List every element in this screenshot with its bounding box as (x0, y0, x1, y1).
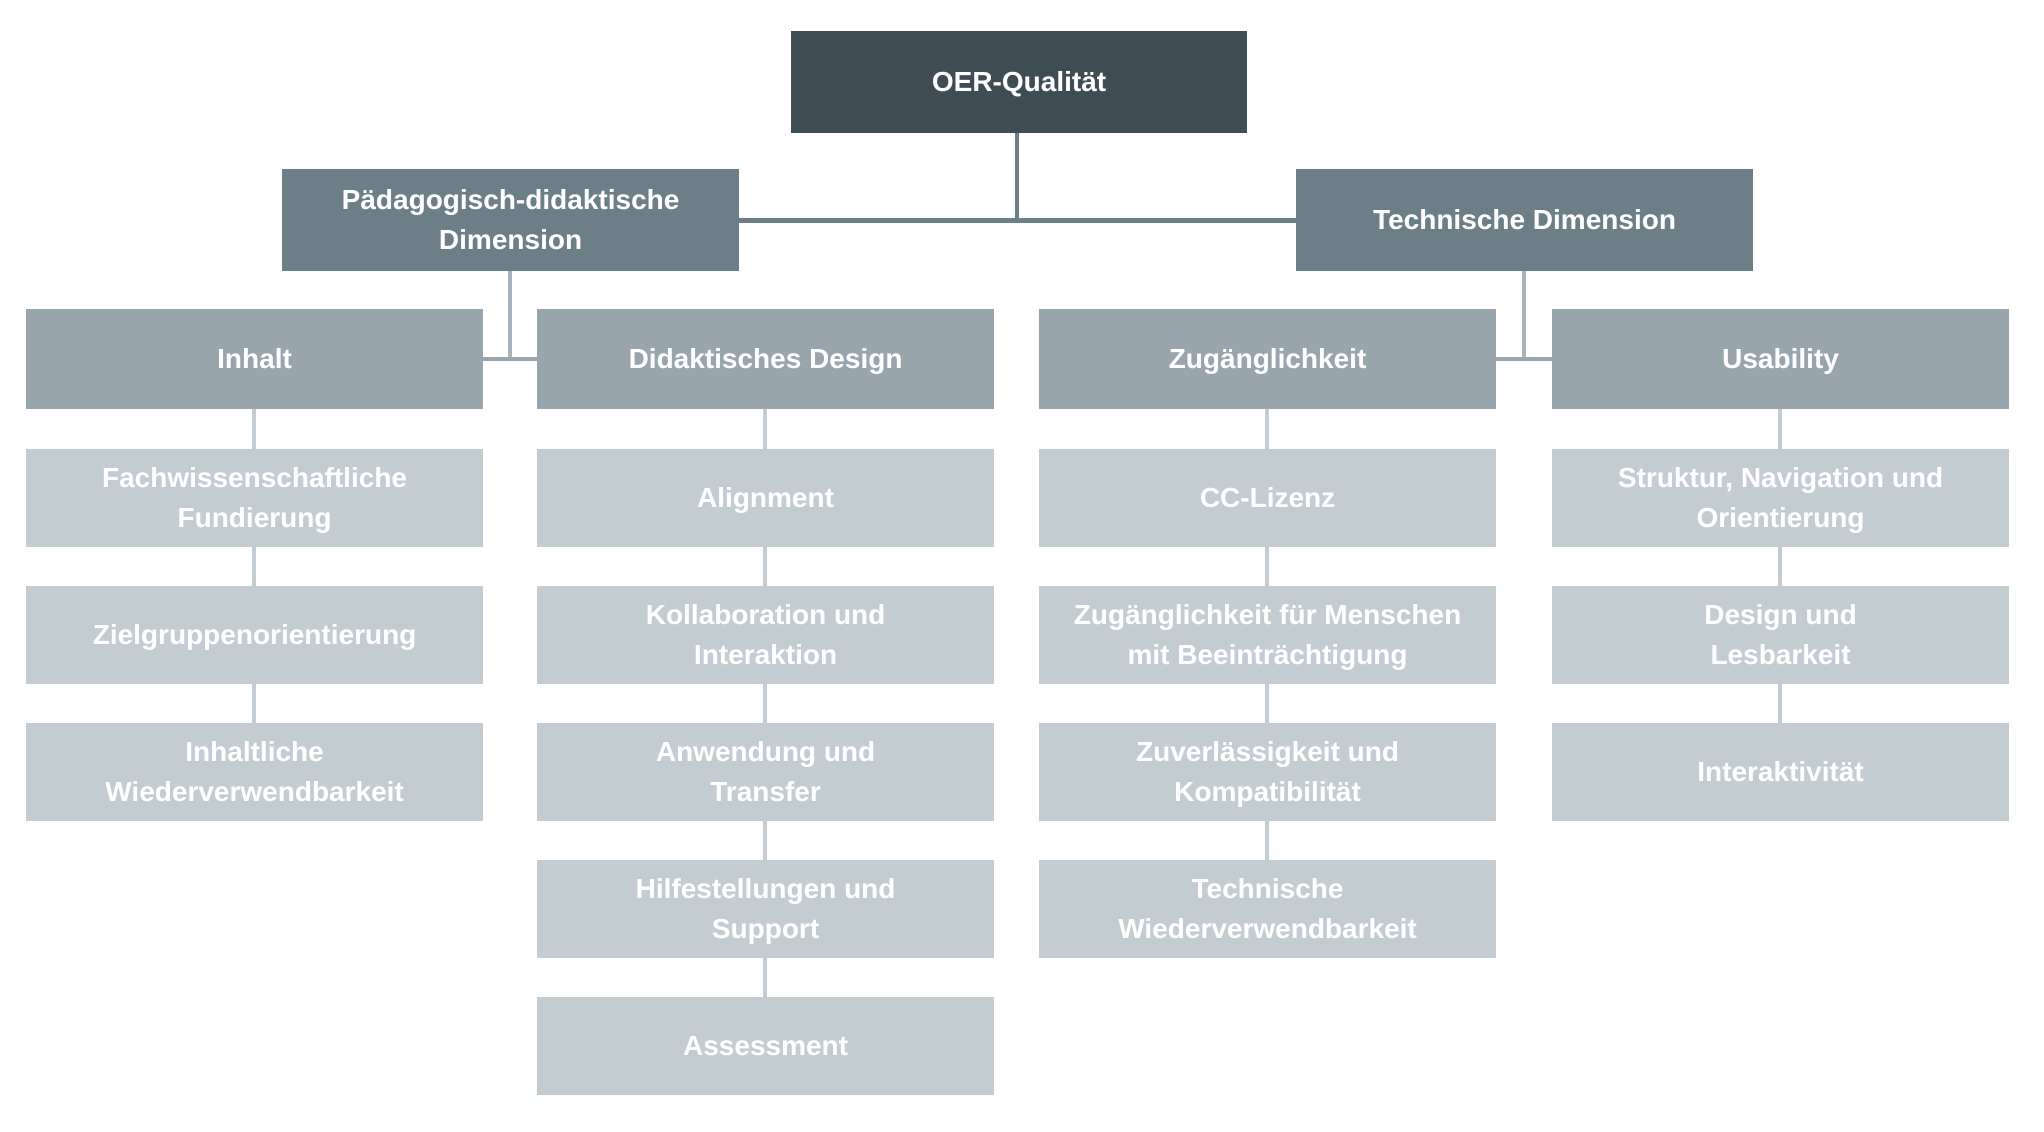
node-hilfestellungen-und-support: Hilfestellungen und Support (537, 860, 994, 958)
connector-col4-2 (1778, 684, 1782, 723)
node-usability: Usability (1552, 309, 2009, 409)
connector-col2-2 (763, 684, 767, 723)
node-struktur-navigation-orientierung: Struktur, Navigation und Orientierung (1552, 449, 2009, 547)
connector-root-horizontal (739, 218, 1296, 223)
node-oer-qualitaet: OER-Qualität (791, 31, 1247, 133)
node-technische-dimension: Technische Dimension (1296, 169, 1753, 271)
connector-col2-0 (763, 409, 767, 449)
node-cc-lizenz: CC-Lizenz (1039, 449, 1496, 547)
connector-col4-1 (1778, 547, 1782, 586)
connector-col2-4 (763, 958, 767, 997)
connector-dim2-stub (1496, 357, 1552, 361)
connector-dim1-stub (483, 357, 537, 361)
node-technische-wiederverwendbarkeit: Technische Wiederverwendbarkeit (1039, 860, 1496, 958)
connector-col1-2 (252, 684, 256, 723)
node-alignment: Alignment (537, 449, 994, 547)
connector-dim2-vertical (1522, 271, 1526, 361)
node-interaktivitaet: Interaktivität (1552, 723, 2009, 821)
node-zugaenglichkeit-fuer-menschen: Zugänglichkeit für Menschen mit Beeinträ… (1039, 586, 1496, 684)
connector-col3-2 (1265, 684, 1269, 723)
node-anwendung-und-transfer: Anwendung und Transfer (537, 723, 994, 821)
connector-col3-1 (1265, 547, 1269, 586)
connector-dim1-vertical (508, 271, 512, 361)
node-inhaltliche-wiederverwendbarkeit: Inhaltliche Wiederverwendbarkeit (26, 723, 483, 821)
node-design-und-lesbarkeit: Design und Lesbarkeit (1552, 586, 2009, 684)
connector-col3-0 (1265, 409, 1269, 449)
node-fachwissenschaftliche-fundierung: Fachwissenschaftliche Fundierung (26, 449, 483, 547)
connector-col2-3 (763, 821, 767, 860)
node-paedagogisch-didaktische-dimension: Pädagogisch-didaktische Dimension (282, 169, 739, 271)
node-zuverlaessigkeit-und-kompatibilitaet: Zuverlässigkeit und Kompatibilität (1039, 723, 1496, 821)
connector-col3-3 (1265, 821, 1269, 860)
connector-col4-0 (1778, 409, 1782, 449)
node-inhalt: Inhalt (26, 309, 483, 409)
connector-root-vertical (1015, 133, 1019, 223)
node-zugaenglichkeit: Zugänglichkeit (1039, 309, 1496, 409)
node-kollaboration-und-interaktion: Kollaboration und Interaktion (537, 586, 994, 684)
node-assessment: Assessment (537, 997, 994, 1095)
connector-col1-0 (252, 409, 256, 449)
node-didaktisches-design: Didaktisches Design (537, 309, 994, 409)
node-zielgruppenorientierung: Zielgruppenorientierung (26, 586, 483, 684)
connector-col2-1 (763, 547, 767, 586)
connector-col1-1 (252, 547, 256, 586)
